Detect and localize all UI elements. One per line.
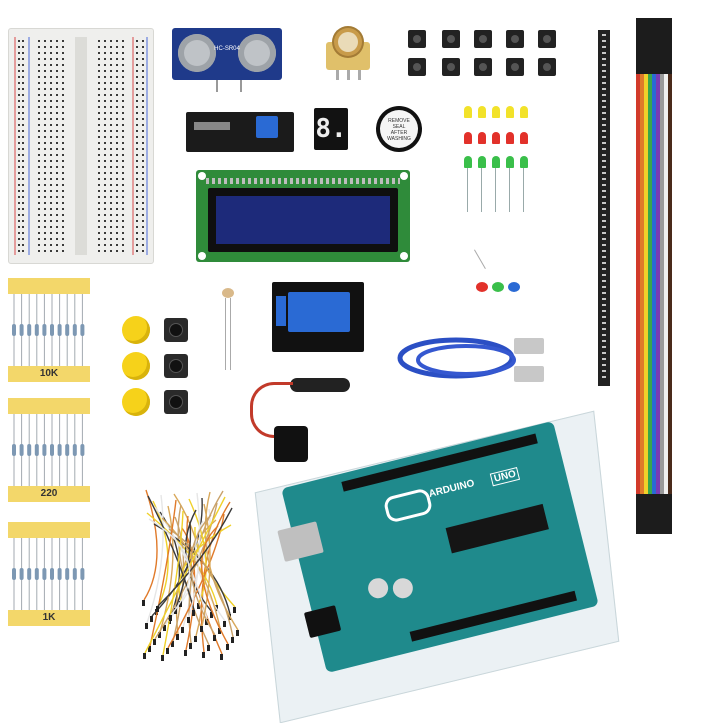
resistor-label-10k: 10K bbox=[8, 366, 90, 382]
pin-header-strip bbox=[598, 30, 610, 386]
usb-cable bbox=[396, 332, 556, 390]
battery-clip bbox=[244, 372, 356, 466]
resistor-label-1k: 1K bbox=[8, 610, 90, 626]
arduino-brand-text: ARDUINO bbox=[427, 477, 476, 500]
ultrasonic-transducer-left bbox=[178, 34, 216, 72]
relay-module bbox=[272, 282, 364, 352]
jumper-wire-bundle bbox=[136, 480, 250, 664]
seven-segment-digit: 8. bbox=[315, 114, 347, 144]
rgb-leds bbox=[468, 229, 532, 294]
lcd-screen bbox=[216, 196, 390, 244]
push-button-set bbox=[122, 316, 194, 422]
arduino-model-text: UNO bbox=[489, 466, 521, 487]
resistor-strip-1k: 1K bbox=[8, 522, 90, 628]
resistor-strip-220: 220 bbox=[8, 398, 90, 504]
breadboard bbox=[8, 28, 154, 264]
photoresistor bbox=[218, 288, 238, 372]
potentiometer bbox=[326, 24, 370, 80]
resistor-strip-10k: 10K bbox=[8, 278, 90, 384]
resistor-label-220: 220 bbox=[8, 486, 90, 502]
buzzer-sticker-text: REMOVE SEAL AFTER WASHING bbox=[387, 118, 411, 142]
arduino-logo bbox=[382, 487, 434, 524]
buzzer: REMOVE SEAL AFTER WASHING bbox=[376, 106, 422, 152]
ultrasonic-sensor: HC-SR04 bbox=[172, 28, 282, 92]
ultrasonic-transducer-right bbox=[238, 34, 276, 72]
ultrasonic-pins bbox=[216, 80, 242, 92]
tactile-switch-grid bbox=[404, 28, 564, 82]
lcd-module bbox=[196, 170, 410, 262]
arduino-header-top bbox=[341, 433, 538, 492]
ribbon-jumper-cable bbox=[636, 18, 672, 534]
i2c-adapter-module bbox=[186, 112, 294, 152]
breadboard-holes bbox=[14, 37, 148, 255]
arduino-microcontroller bbox=[445, 503, 549, 554]
led-array bbox=[462, 104, 534, 216]
ultrasonic-model-label: HC-SR04 bbox=[214, 46, 240, 52]
seven-segment-display: 8. bbox=[314, 108, 348, 150]
